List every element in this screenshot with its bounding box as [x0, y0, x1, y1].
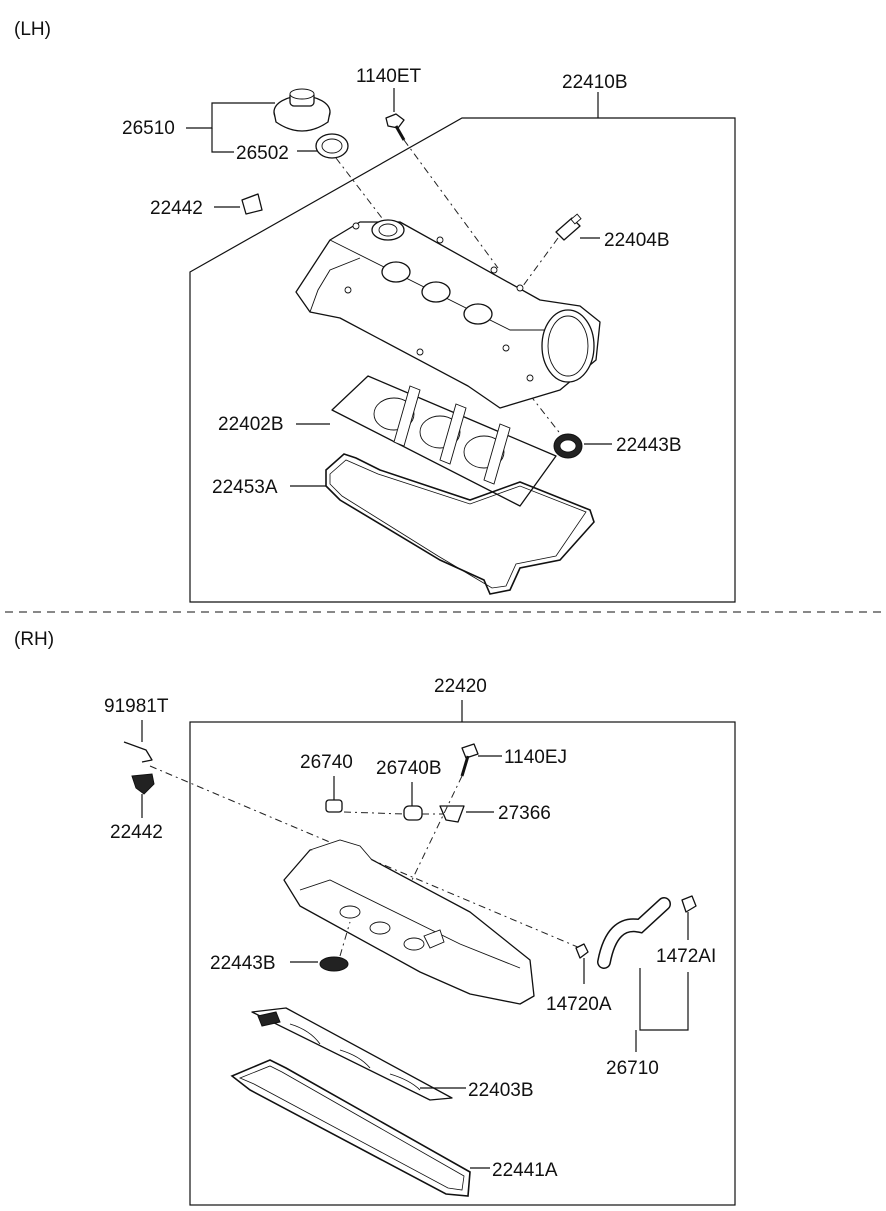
label-22441A: 22441A [492, 1160, 558, 1181]
label-22443B-lh: 22443B [616, 435, 682, 456]
breather-hose-26710 [597, 897, 671, 969]
bolt-1140ET [385, 113, 406, 141]
hose-clamp-14720A [575, 943, 589, 959]
label-1140ET: 1140ET [356, 66, 422, 87]
guide-line-bolt-rh [411, 775, 463, 881]
spark-plug-gasket-22403B [251, 1007, 453, 1101]
label-22410B: 22410B [562, 72, 628, 93]
label-1140EJ: 1140EJ [504, 747, 567, 768]
leader-26710-bracket [639, 968, 689, 1031]
leader-26510-b [211, 128, 234, 153]
guide-line-seal [529, 394, 563, 437]
bolt-1140EJ [460, 743, 479, 777]
label-26710: 26710 [606, 1058, 659, 1079]
grommet-26740B [403, 805, 423, 821]
filler-cap-gasket [315, 133, 349, 159]
oil-filler-cap [273, 88, 331, 132]
hose-clamp-1472AI [681, 895, 697, 913]
label-91981T: 91981T [104, 696, 169, 717]
label-22403B: 22403B [468, 1080, 534, 1101]
cover-gasket-22441A [230, 1059, 471, 1197]
pcv-valve-26740 [325, 799, 343, 813]
label-26502: 26502 [236, 143, 289, 164]
half-moon-plug-lh [241, 193, 263, 215]
leader-26510 [186, 102, 275, 129]
lh-assembly-frame [189, 117, 736, 603]
label-22402B: 22402B [218, 414, 284, 435]
half-moon-plug-rh [131, 773, 155, 795]
label-26740B: 26740B [376, 758, 442, 779]
cover-gasket-22453A [325, 453, 595, 595]
guide-line-bolt [403, 139, 499, 269]
label-22443B-rh: 22443B [210, 953, 276, 974]
label-27366: 27366 [498, 803, 551, 824]
label-1472AI: 1472AI [656, 946, 716, 967]
guide-line-cap [335, 157, 386, 223]
bracket-27366 [439, 805, 465, 823]
plug-seal-22443B-rh [319, 956, 349, 972]
label-22453A: 22453A [212, 477, 278, 498]
label-26740: 26740 [300, 752, 353, 773]
section-label-lh: (LH) [14, 19, 51, 40]
cylinder-head-cover-rh [283, 839, 535, 1005]
breather-valve-22404B [555, 213, 582, 241]
label-22442-lh: 22442 [150, 198, 203, 219]
guide-line-sensor [519, 237, 559, 291]
spark-plug-gasket-22402B [331, 375, 557, 507]
label-22442-rh: 22442 [110, 822, 163, 843]
guide-line-pcv [343, 811, 405, 815]
plug-seal-22443B-lh [553, 433, 583, 459]
label-22420: 22420 [434, 676, 487, 697]
label-26510: 26510 [122, 118, 175, 139]
cylinder-head-cover-lh [295, 219, 601, 409]
label-14720A: 14720A [546, 994, 612, 1015]
clip-91981T [123, 741, 153, 763]
section-label-rh: (RH) [14, 629, 54, 650]
label-22404B: 22404B [604, 230, 670, 251]
guide-line-seal-rh [339, 921, 351, 957]
